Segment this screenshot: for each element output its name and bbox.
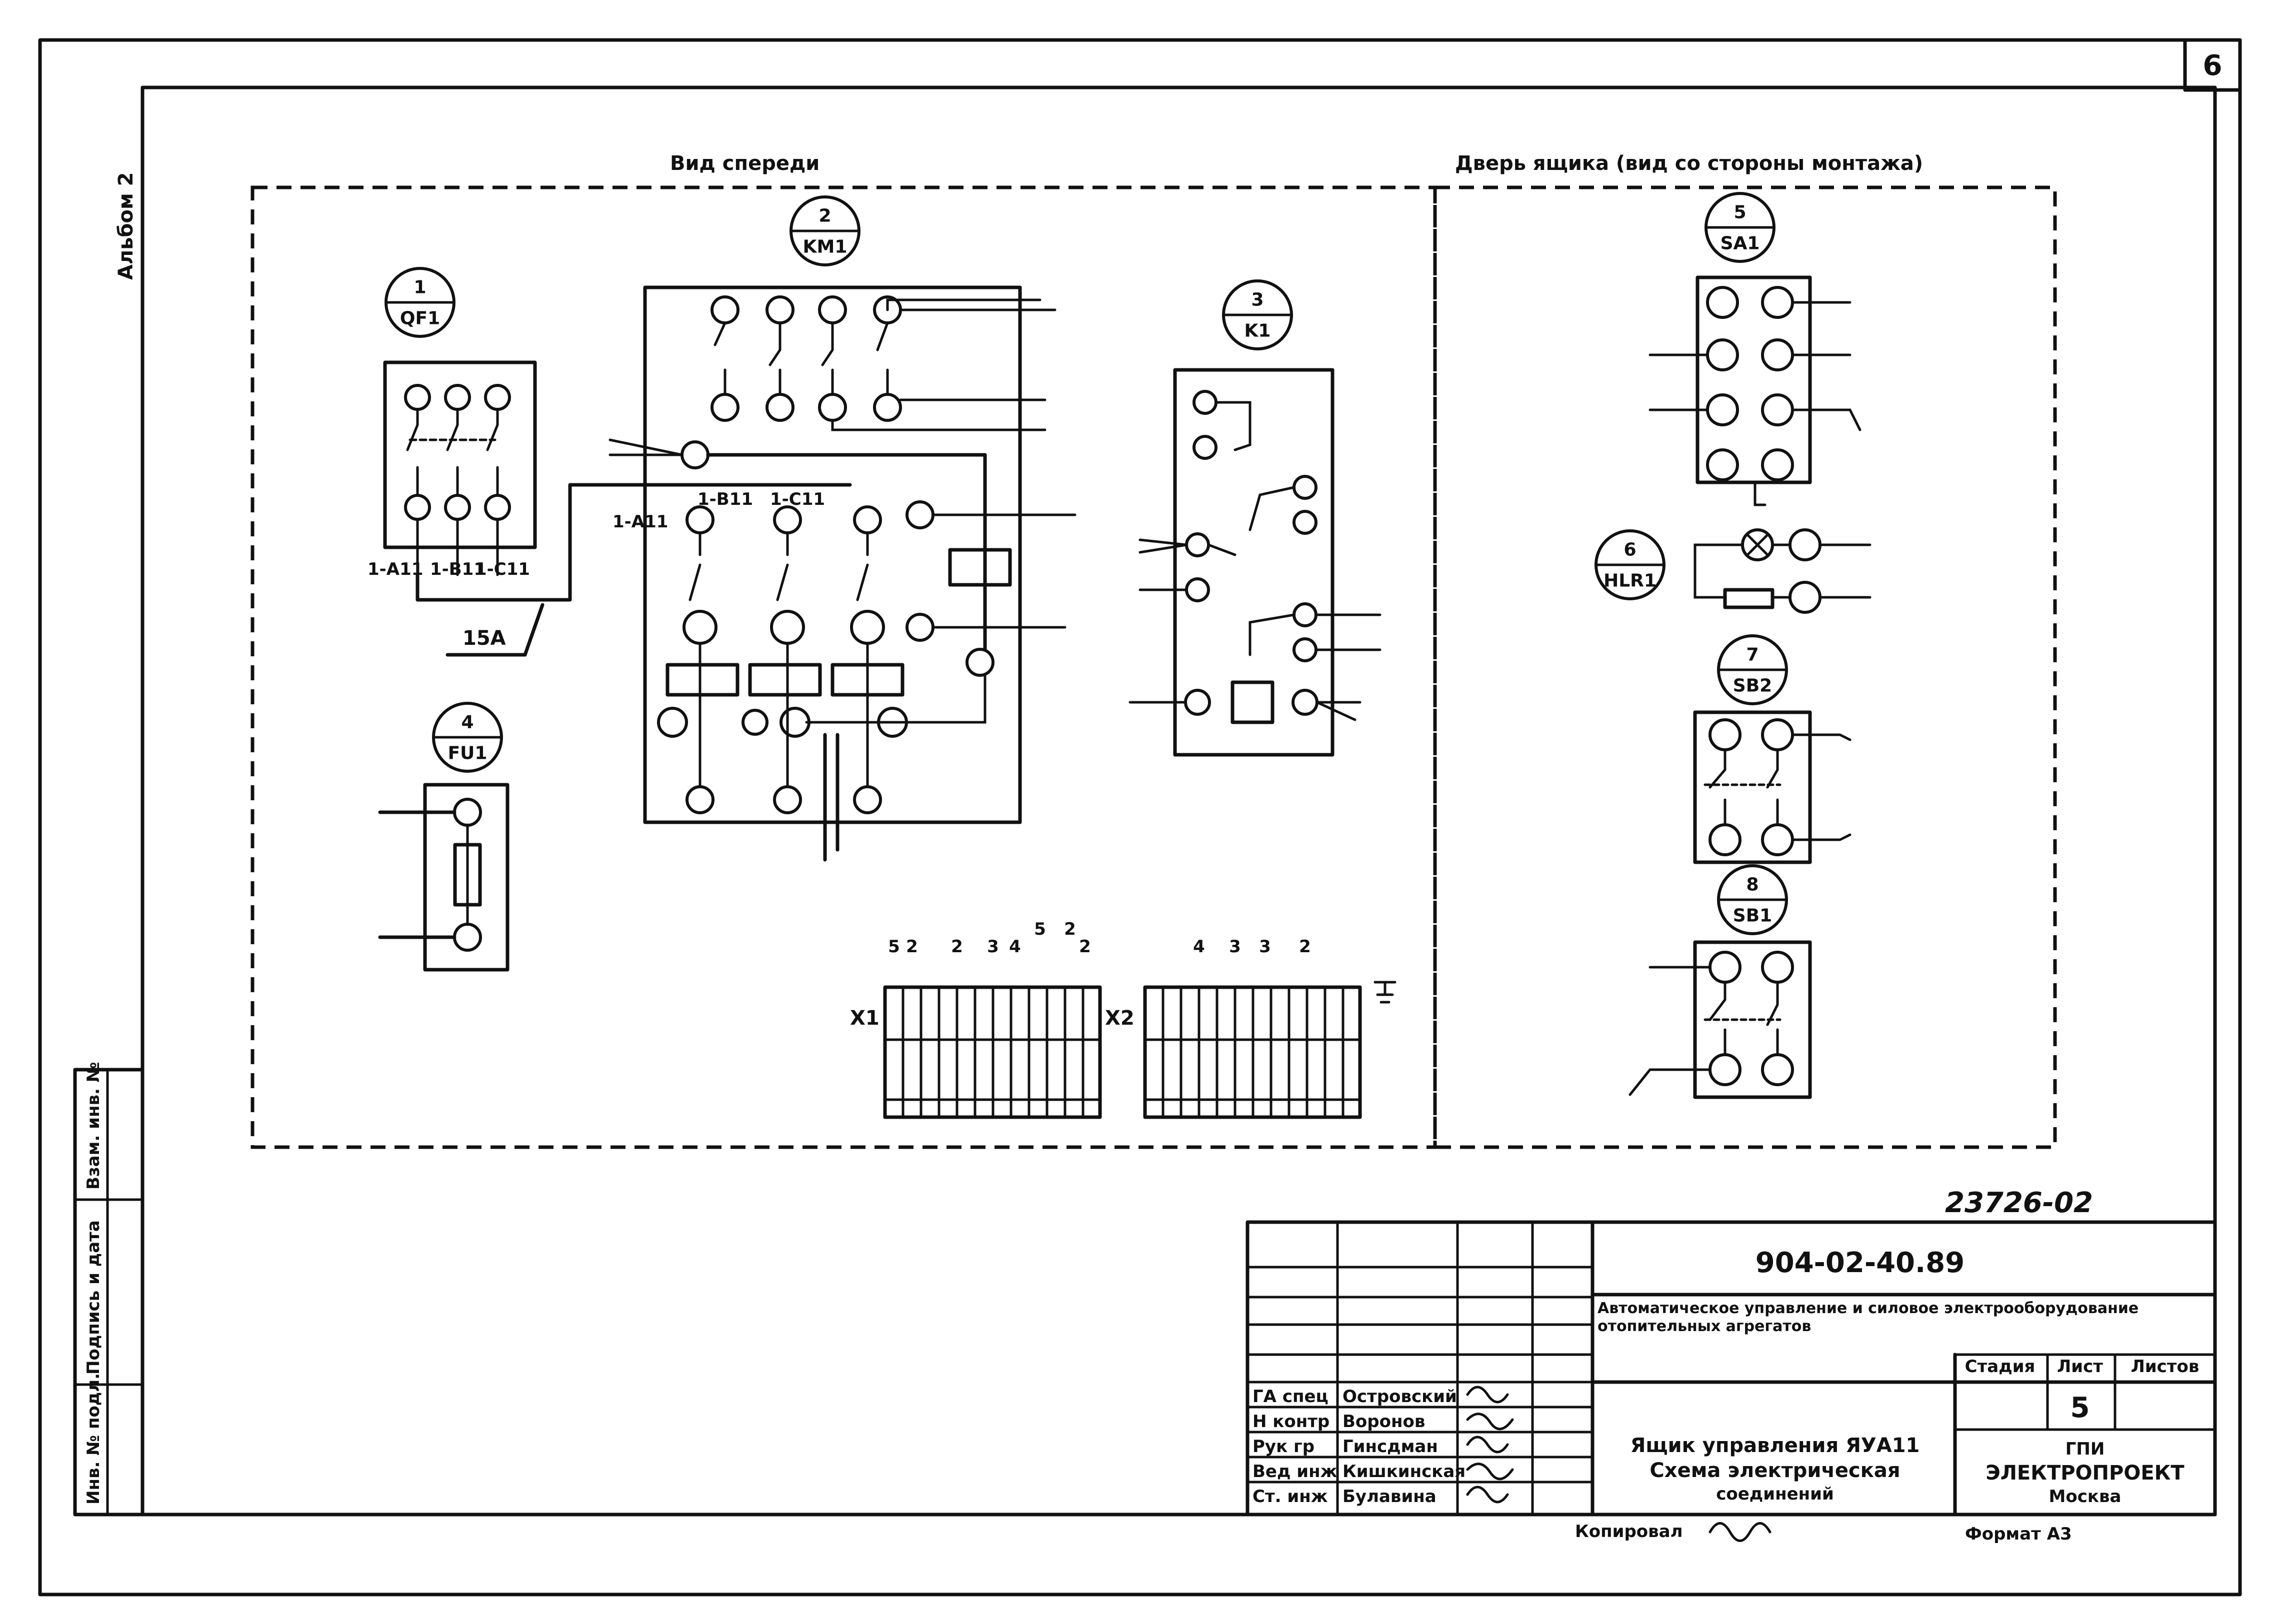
qf1-wire-b: 1-В11: [430, 559, 486, 579]
org-line-3: Москва: [2049, 1487, 2122, 1507]
device-sb2: 7 SB2: [1693, 634, 1852, 864]
device-sa1-code: SA1: [1720, 233, 1760, 254]
front-view-title: Вид спереди: [670, 152, 820, 175]
sheet-value: 5: [2070, 1392, 2090, 1424]
name-1: Островский: [1342, 1387, 1457, 1407]
doc-number: 904-02-40.89: [1756, 1247, 1964, 1279]
outer-border: [38, 38, 2242, 1597]
device-sa1-num: 5: [1734, 202, 1746, 223]
qf1-wire-c: 1-С11: [475, 559, 530, 579]
title-block: 23726-02 904-02-40.89 Автоматическое упр…: [1246, 1187, 2217, 1544]
role-4: Вед инж: [1252, 1462, 1338, 1482]
current-rating: 15А: [462, 627, 506, 650]
copier-signature: [1708, 1522, 1772, 1542]
device-sb1-code: SB1: [1733, 906, 1772, 926]
name-4: Кишкинская: [1342, 1462, 1466, 1482]
device-k1: 3 K1: [1128, 279, 1382, 757]
role-3: Рук гр: [1252, 1437, 1314, 1457]
sheet-number: 6: [2203, 49, 2222, 82]
stamp-signature: Подпись и дата: [84, 1220, 104, 1375]
device-hlr1: 6 HLR1: [1594, 528, 1872, 614]
x2-top-4: 2: [1299, 937, 1311, 957]
device-qf1-num: 1: [414, 277, 426, 298]
drawing-frame: [140, 85, 2217, 1517]
device-qf1: 1 QF1 1-А11 1-В11 1-С11 15А: [368, 267, 852, 657]
project-title-box: Автоматическое управление и силовое элек…: [1598, 1300, 2139, 1335]
x1-top-6: 5: [1034, 919, 1046, 939]
x1-top-7: 2: [1064, 919, 1076, 939]
x1-top-4: 3: [987, 937, 999, 957]
signatures: [1466, 1386, 1514, 1504]
x1-top-2: 2: [906, 937, 918, 957]
sheet-number-box: [2183, 38, 2242, 92]
col-sheet: Лист: [2057, 1357, 2103, 1377]
device-hlr1-num: 6: [1624, 540, 1636, 560]
device-fu1-num: 4: [461, 712, 474, 733]
copied-by: Копировал: [1575, 1522, 1683, 1542]
name-3: Гинсдман: [1342, 1437, 1438, 1457]
device-sb1-num: 8: [1746, 875, 1758, 895]
stamp-inv-no: Инв. № подл.: [84, 1373, 104, 1505]
x1-top-3: 2: [951, 937, 963, 957]
drawing-title-1: Ящик управления ЯУА11: [1630, 1434, 1920, 1457]
terminal-strip-x1: Х1 5 2 2 3 4 5 2 2: [850, 919, 1102, 1119]
org-line-2: ЭЛЕКТРОПРОЕКТ: [1986, 1462, 2184, 1485]
x2-label: Х2: [1105, 1007, 1134, 1030]
door-view-title: Дверь ящика (вид со стороны монтажа): [1455, 152, 1923, 175]
role-5: Ст. инж: [1252, 1487, 1328, 1507]
device-k1-code: K1: [1244, 321, 1271, 341]
x2-top-3: 3: [1259, 937, 1271, 957]
qf1-wire-a: 1-А11: [368, 559, 423, 579]
x2-top-1: 4: [1193, 937, 1205, 957]
device-k1-num: 3: [1251, 290, 1264, 310]
col-sheets: Листов: [2131, 1357, 2200, 1377]
org-line-1: ГПИ: [2066, 1439, 2105, 1459]
album-label: Альбом 2: [114, 172, 138, 280]
front-view-panel: [250, 185, 1437, 1149]
x1-top-5: 4: [1009, 937, 1021, 957]
drawing-title-3: соединений: [1716, 1484, 1834, 1504]
role-1: ГА спец: [1252, 1387, 1328, 1407]
device-fu1: 4 FU1: [378, 702, 510, 972]
km1-wire-a: 1-А11: [612, 512, 668, 532]
km1-wire-c: 1-С11: [770, 489, 825, 509]
handwritten-number: 23726-02: [1945, 1187, 2093, 1219]
x1-top-1: 5: [888, 937, 900, 957]
km1-wire-b: 1-В11: [698, 489, 753, 509]
device-qf1-code: QF1: [400, 308, 440, 329]
terminal-strip-x2: Х2 4 3 3 2: [1105, 937, 1396, 1119]
x1-top-8: 2: [1079, 937, 1091, 957]
device-hlr1-code: HLR1: [1604, 571, 1656, 591]
role-2: Н контр: [1252, 1412, 1330, 1432]
ground-icon: [1374, 981, 1396, 1004]
name-5: Булавина: [1342, 1487, 1436, 1507]
device-fu1-code: FU1: [448, 743, 488, 764]
device-sb2-num: 7: [1746, 645, 1758, 665]
device-km1-code: KM1: [803, 237, 848, 257]
device-km1: 2 KM1 1-А11 1-В11 1-С11: [608, 195, 1076, 862]
device-sa1: 5 SA1: [1648, 192, 1862, 506]
device-sb1: 8 SB1: [1628, 864, 1812, 1099]
x1-label: Х1: [850, 1007, 880, 1030]
x2-top-2: 3: [1229, 937, 1241, 957]
drawing-title-2: Схема электрическая: [1650, 1459, 1900, 1482]
name-2: Воронов: [1342, 1412, 1425, 1432]
col-stage: Стадия: [1965, 1357, 2036, 1377]
paper-format: Формат А3: [1965, 1524, 2072, 1544]
device-km1-num: 2: [818, 206, 831, 226]
stamp-replaced: Взам. инв. №: [84, 1062, 104, 1190]
device-sb2-code: SB2: [1733, 676, 1772, 696]
project-title: Автоматическое управление и силовое элек…: [1598, 1300, 2139, 1335]
